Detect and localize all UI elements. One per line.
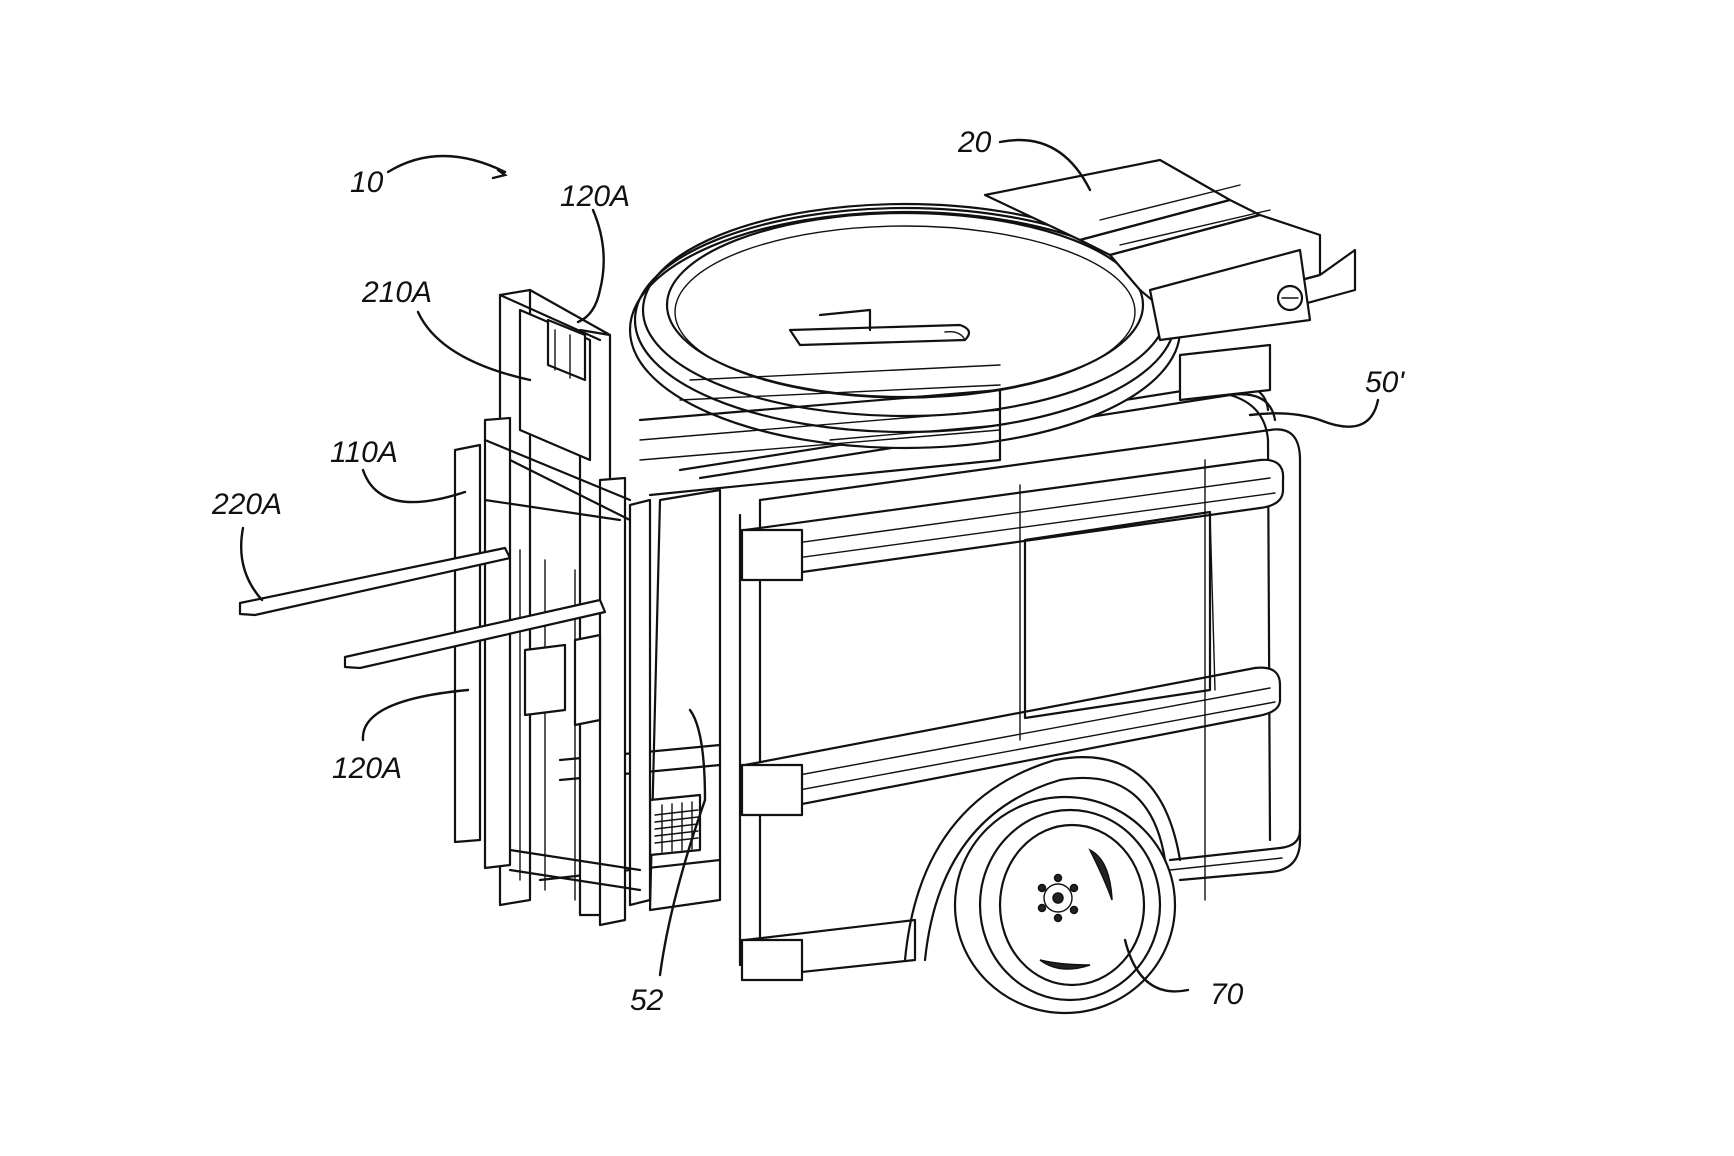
vehicle-body — [678, 383, 1302, 982]
label-mast-left: 110A — [330, 436, 398, 469]
label-wheel: 70 — [1210, 978, 1244, 1011]
reference-labels: 10 20 120A 210A 50' 110A 220A 120A 52 70 — [211, 126, 1405, 1017]
top-ring — [628, 202, 1182, 450]
label-body: 50' — [1365, 366, 1405, 399]
label-mast-top-right: 120A — [560, 180, 630, 213]
leader-lines — [239, 138, 1380, 993]
top-mechanism — [983, 158, 1357, 402]
label-mast-bottom: 120A — [332, 752, 402, 785]
interior-deck — [538, 388, 1002, 912]
label-top-mechanism: 20 — [957, 126, 992, 159]
wheel-hub — [998, 823, 1146, 987]
label-fork: 220A — [211, 488, 282, 521]
mast-assembly — [453, 288, 652, 927]
label-side-panel: 52 — [630, 984, 664, 1017]
label-carriage-plate: 210A — [361, 276, 432, 309]
forks — [238, 546, 607, 670]
label-assembly: 10 — [350, 166, 384, 199]
wheel-assembly — [903, 756, 1182, 1015]
fork-upper — [238, 546, 512, 617]
fork-lower — [343, 598, 607, 670]
